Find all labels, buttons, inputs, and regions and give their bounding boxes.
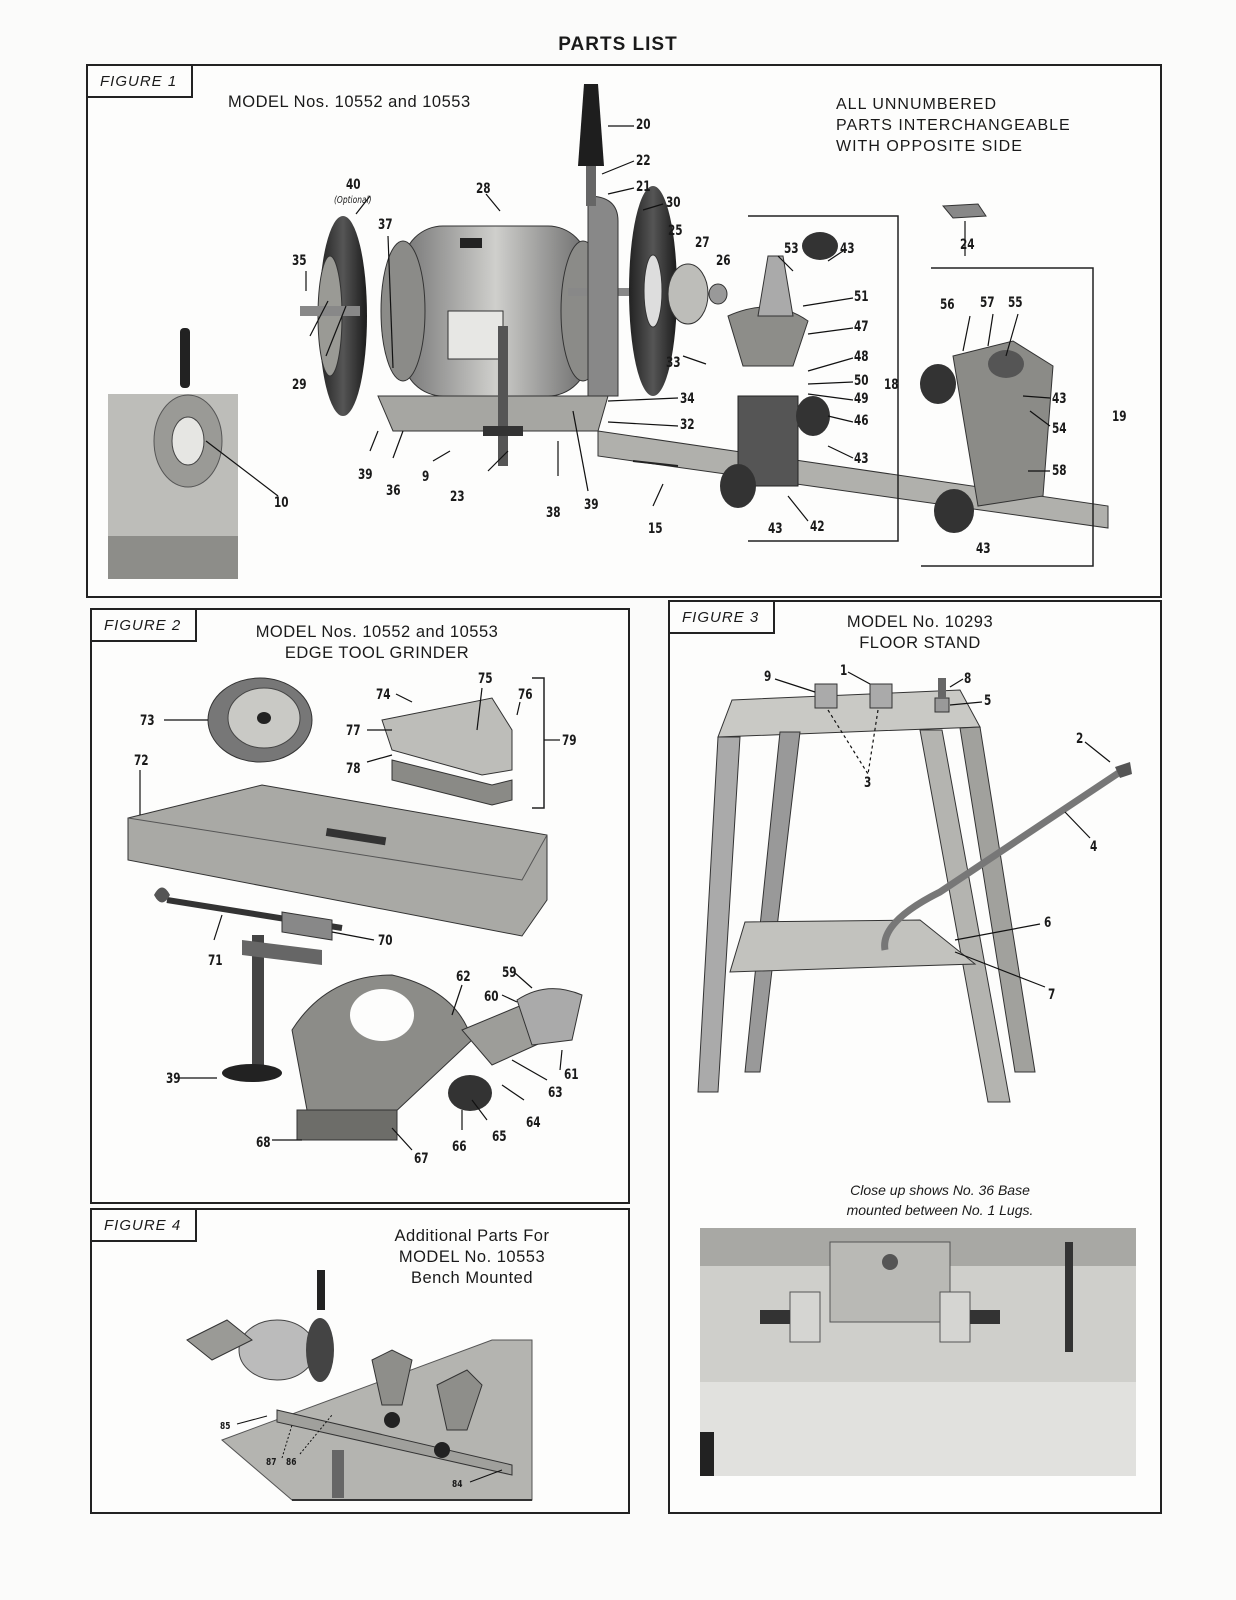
- callout-60: 60: [484, 989, 499, 1005]
- callout-57: 57: [980, 295, 995, 311]
- callout-62: 62: [456, 969, 471, 985]
- callout-86: 86: [286, 1457, 297, 1468]
- callout-58: 58: [1052, 463, 1067, 479]
- callout-77: 77: [346, 723, 361, 739]
- callout-65: 65: [492, 1129, 507, 1145]
- callout-49: 49: [854, 391, 869, 407]
- callout-53: 53: [784, 241, 799, 257]
- callout-8: 8: [964, 671, 972, 687]
- callout-43a: 43: [840, 241, 855, 257]
- figure-4-tag: FIGURE 4: [90, 1208, 198, 1242]
- callout-18: 18: [884, 377, 899, 393]
- callout-56: 56: [940, 297, 955, 313]
- floor-stand-illustration: [697, 671, 1136, 1476]
- callout-43b: 43: [854, 451, 869, 467]
- callout-63: 63: [548, 1085, 563, 1101]
- callout-68: 68: [256, 1135, 271, 1151]
- callout-43d: 43: [1052, 391, 1067, 407]
- callout-75: 75: [478, 671, 493, 687]
- callout-37: 37: [378, 217, 393, 233]
- callout-21: 21: [636, 179, 651, 195]
- callout-39a: 39: [358, 467, 373, 483]
- callout-2: 2: [1076, 731, 1084, 747]
- callout-19: 19: [1112, 409, 1127, 425]
- callout-1: 1: [840, 663, 848, 679]
- grinder-exploded-illustration: [108, 84, 1109, 579]
- figure-3-tag: FIGURE 3: [668, 600, 776, 634]
- callout-39b: 39: [584, 497, 599, 513]
- callout-32: 32: [680, 417, 695, 433]
- callout-84: 84: [452, 1479, 463, 1490]
- callout-27: 27: [695, 235, 710, 251]
- callout-72: 72: [134, 753, 149, 769]
- callout-50: 50: [854, 373, 869, 389]
- callout-26: 26: [716, 253, 731, 269]
- page-title: PARTS LIST: [558, 34, 678, 55]
- callout-43c: 43: [768, 521, 783, 537]
- callout-5: 5: [984, 693, 992, 709]
- callout-34: 34: [680, 391, 695, 407]
- figure-1-note: ALL UNNUMBERED PARTS INTERCHANGEABLE WIT…: [836, 96, 1071, 155]
- edge-tool-grinder-illustration: [127, 677, 583, 1151]
- callout-9: 9: [422, 469, 430, 485]
- figure-1-panel: FIGURE 1 MODEL Nos. 10552 and 10553 ALL …: [86, 64, 1162, 598]
- figure-4-panel: FIGURE 4 Additional Parts For MODEL No. …: [90, 1208, 630, 1514]
- callout-23: 23: [450, 489, 465, 505]
- callout-46: 46: [854, 413, 869, 429]
- callout-22: 22: [636, 153, 651, 169]
- callout-30: 30: [666, 195, 681, 211]
- callout-40: 40: [346, 177, 361, 193]
- callout-33: 33: [666, 355, 681, 371]
- callout-25: 25: [668, 223, 683, 239]
- figure-2-tag: FIGURE 2: [90, 608, 198, 642]
- figure-1-model: MODEL Nos. 10552 and 10553: [228, 93, 471, 111]
- callout-59: 59: [502, 965, 517, 981]
- callout-51: 51: [854, 289, 869, 305]
- callout-3: 3: [864, 775, 872, 791]
- callout-39: 39: [166, 1071, 181, 1087]
- callout-36: 36: [386, 483, 401, 499]
- callout-76: 76: [518, 687, 533, 703]
- optional-note: (Optional): [334, 195, 372, 206]
- callout-42: 42: [810, 519, 825, 535]
- callout-24: 24: [960, 237, 975, 253]
- callout-64: 64: [526, 1115, 541, 1131]
- callout-70: 70: [378, 933, 393, 949]
- callout-71: 71: [208, 953, 223, 969]
- bench-mounted-photo: [186, 1270, 533, 1501]
- callout-61: 61: [564, 1067, 579, 1083]
- callout-15: 15: [648, 521, 663, 537]
- callout-35: 35: [292, 253, 307, 269]
- callout-9: 9: [764, 669, 772, 685]
- callout-85: 85: [220, 1421, 231, 1432]
- callout-74: 74: [376, 687, 391, 703]
- callout-6: 6: [1044, 915, 1052, 931]
- figure-3-model: MODEL No. 10293 FLOOR STAND: [846, 613, 994, 652]
- callout-28: 28: [476, 181, 491, 197]
- callout-47: 47: [854, 319, 869, 335]
- callout-10: 10: [274, 495, 289, 511]
- callout-79: 79: [562, 733, 577, 749]
- callout-38: 38: [546, 505, 561, 521]
- callout-4: 4: [1090, 839, 1098, 855]
- callout-29: 29: [292, 377, 307, 393]
- callout-78: 78: [346, 761, 361, 777]
- callout-43e: 43: [976, 541, 991, 557]
- figure-2-panel: FIGURE 2 MODEL Nos. 10552 and 10553 EDGE…: [90, 608, 630, 1204]
- figure-2-model: MODEL Nos. 10552 and 10553 EDGE TOOL GRI…: [255, 623, 499, 662]
- figure-4-model: Additional Parts For MODEL No. 10553 Ben…: [394, 1227, 550, 1287]
- callout-87: 87: [266, 1457, 277, 1468]
- callout-66: 66: [452, 1139, 467, 1155]
- callout-73: 73: [140, 713, 155, 729]
- figure-3-panel: FIGURE 3 MODEL No. 10293 FLOOR STAND: [668, 600, 1162, 1514]
- callout-48: 48: [854, 349, 869, 365]
- figure-1-tag: FIGURE 1: [86, 64, 194, 98]
- figure-3-caption: Close up shows No. 36 Base mounted betwe…: [846, 1182, 1034, 1218]
- callout-67: 67: [414, 1151, 429, 1167]
- callout-54: 54: [1052, 421, 1067, 437]
- callout-7: 7: [1048, 987, 1056, 1003]
- callout-20: 20: [636, 117, 651, 133]
- callout-55: 55: [1008, 295, 1023, 311]
